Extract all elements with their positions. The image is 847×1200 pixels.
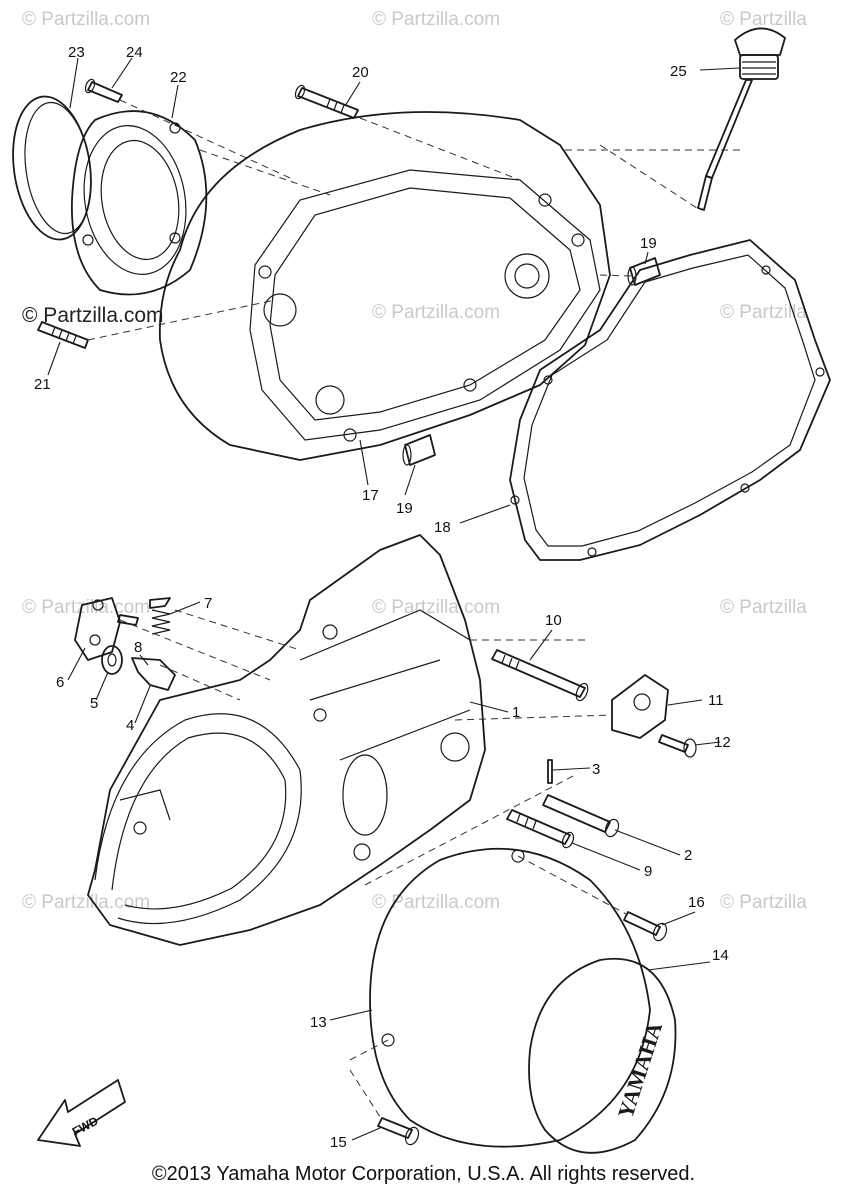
callout: 8 (134, 639, 142, 656)
callout: 5 (90, 695, 98, 712)
callout: 23 (68, 44, 85, 61)
callout: 16 (688, 894, 705, 911)
washer-5 (101, 645, 123, 675)
callout: 18 (434, 519, 451, 536)
watermark: © Partzilla.com (372, 597, 500, 618)
callout: 11 (708, 692, 724, 709)
shift-arm-4 (131, 657, 176, 691)
assembly-lines-top (87, 99, 745, 341)
dowel-pin-19-lower (402, 434, 436, 466)
gasket-18 (509, 239, 831, 561)
callout: 17 (362, 487, 379, 504)
callout: 6 (56, 674, 64, 691)
seal-ring-23 (12, 95, 92, 241)
watermark: © Partzilla.com (372, 302, 500, 323)
callout: 3 (592, 761, 600, 778)
callout: 24 (126, 44, 143, 61)
callout: 22 (170, 69, 187, 86)
bolt-10 (491, 649, 589, 702)
push-rod-2 (542, 794, 620, 838)
callout: 7 (204, 595, 212, 612)
callout: 12 (714, 734, 731, 751)
pin-8 (117, 614, 139, 626)
brand-watermark: © Partzilla.com (22, 304, 164, 327)
watermark-layer: © Partzilla.com © Partzilla.com © Partzi… (22, 9, 807, 913)
magneto-cover-13 (369, 847, 651, 1148)
callout: 14 (712, 947, 729, 964)
callout: 2 (684, 847, 692, 864)
callout: 19 (640, 235, 657, 252)
fwd-label: FWD (70, 1114, 101, 1139)
screw-16 (623, 911, 668, 942)
crankcase-cover-1 (87, 534, 486, 946)
callout: 9 (644, 863, 652, 880)
leader-lines (47, 57, 741, 1141)
fwd-arrow-icon: FWD (37, 1079, 126, 1147)
watermark: © Partzilla.com (372, 9, 500, 30)
spring-7 (149, 597, 171, 635)
callout: 15 (330, 1134, 347, 1151)
assembly-lines-bottom (119, 609, 629, 1121)
screw-15 (377, 1117, 420, 1146)
bolt-21 (37, 321, 89, 349)
callout: 10 (545, 612, 562, 629)
callout: 4 (126, 717, 134, 734)
callout: 13 (310, 1014, 327, 1031)
cap-plate-22 (71, 110, 208, 296)
screw-12 (658, 734, 697, 758)
callout: 19 (396, 500, 413, 517)
watermark: © Partzilla (720, 9, 807, 30)
lever-6 (74, 597, 121, 661)
copyright-notice: ©2013 Yamaha Motor Corporation, U.S.A. A… (151, 1163, 696, 1185)
watermark: © Partzilla (720, 597, 807, 618)
callout: 20 (352, 64, 369, 81)
emblem-plate-14: YAMAHA (528, 957, 677, 1154)
dipstick-25 (697, 27, 786, 211)
holder-11 (611, 674, 669, 739)
callout-labels: 23 24 22 20 25 19 21 17 19 18 7 10 8 6 5… (34, 44, 731, 1151)
callout: 1 (512, 704, 520, 721)
watermark: © Partzilla.com (22, 892, 150, 913)
watermark: © Partzilla (720, 892, 807, 913)
pin-3 (547, 759, 553, 784)
bolt-9 (506, 809, 575, 849)
callout: 21 (34, 376, 51, 393)
watermark: © Partzilla (720, 302, 807, 323)
watermark: © Partzilla.com (22, 597, 150, 618)
crankcase-cover-17 (158, 111, 611, 461)
callout: 25 (670, 63, 687, 80)
watermark: © Partzilla.com (372, 892, 500, 913)
watermark: © Partzilla.com (22, 9, 150, 30)
screw-24 (84, 78, 123, 103)
